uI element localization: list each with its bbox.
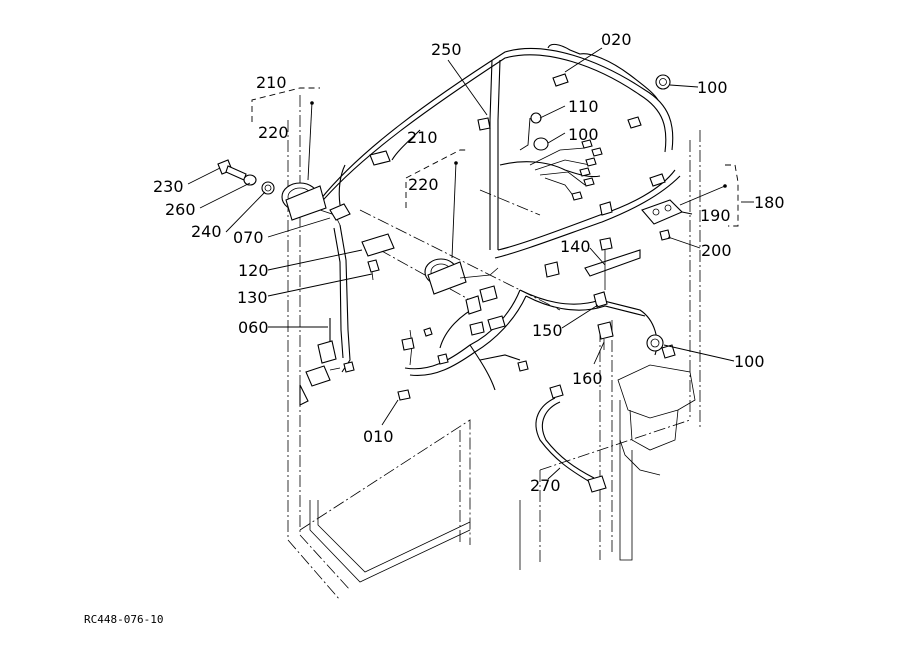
callout-270: 270 bbox=[530, 476, 561, 495]
callout-100-mid: 100 bbox=[568, 125, 599, 144]
bracket-140 bbox=[584, 201, 641, 350]
callout-190: 190 bbox=[700, 206, 731, 225]
callout-020: 020 bbox=[601, 30, 632, 49]
callout-230: 230 bbox=[153, 177, 184, 196]
callout-240: 240 bbox=[191, 222, 222, 241]
callout-220-left: 220 bbox=[258, 123, 289, 142]
callout-labels: 020 250 100 110 100 210 220 210 220 230 … bbox=[153, 30, 785, 495]
figure-code: RC448-076-10 bbox=[84, 613, 163, 626]
callout-010: 010 bbox=[363, 427, 394, 446]
work-light-right bbox=[424, 258, 499, 295]
callout-210-right: 210 bbox=[407, 128, 438, 147]
callout-100-top: 100 bbox=[697, 78, 728, 97]
lower-harness-060 bbox=[299, 224, 355, 406]
callout-260: 260 bbox=[165, 200, 196, 219]
main-harness-010 bbox=[397, 285, 658, 401]
connector-cluster bbox=[529, 74, 671, 201]
callout-070: 070 bbox=[233, 228, 264, 247]
callout-100-bottom: 100 bbox=[734, 352, 765, 371]
work-light-left bbox=[281, 182, 351, 226]
leader-lines bbox=[187, 47, 754, 480]
extension-harness-270 bbox=[535, 384, 607, 493]
callout-180: 180 bbox=[754, 193, 785, 212]
callout-160: 160 bbox=[572, 369, 603, 388]
callout-210-left: 210 bbox=[256, 73, 287, 92]
switch-assembly bbox=[361, 233, 395, 281]
cabin-frame bbox=[287, 95, 701, 601]
callout-250: 250 bbox=[431, 40, 462, 59]
callout-060: 060 bbox=[238, 318, 269, 337]
group-brackets bbox=[251, 87, 739, 259]
bracket-190 bbox=[641, 199, 683, 241]
bolt-stack bbox=[217, 159, 275, 195]
callout-140: 140 bbox=[560, 237, 591, 256]
callout-120: 120 bbox=[238, 261, 269, 280]
callout-110: 110 bbox=[568, 97, 599, 116]
callout-220-right: 220 bbox=[408, 175, 439, 194]
callout-150: 150 bbox=[532, 321, 563, 340]
callout-200: 200 bbox=[701, 241, 732, 260]
roof-harness-020 bbox=[317, 43, 681, 278]
callout-130: 130 bbox=[237, 288, 268, 307]
